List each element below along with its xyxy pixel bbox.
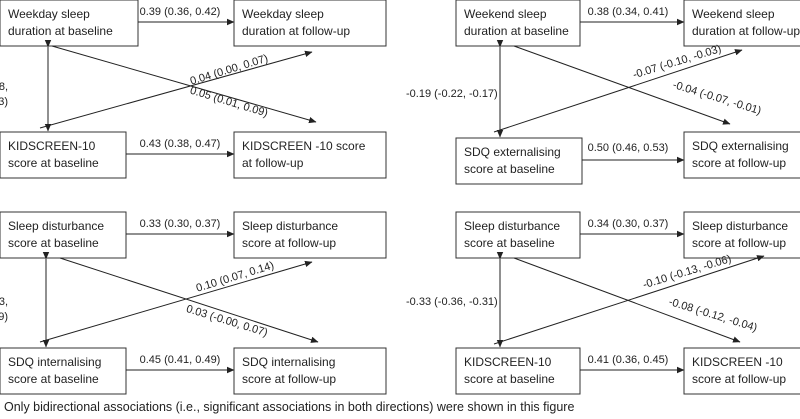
node-box: [683, 131, 800, 179]
edge-label-baseline-correlation: -0.33 (-0.36, -0.31): [406, 296, 498, 308]
node-label: KIDSCREEN-10: [464, 355, 552, 369]
node-b1: KIDSCREEN-10 score at baseline: [0, 131, 127, 179]
figure-caption: Only bidirectional associations (i.e., s…: [4, 400, 575, 414]
node-box: [455, 211, 581, 259]
node-a1: Sleep disturbance score at baseline: [455, 211, 581, 259]
node-b2: SDQ externalising score at follow-up: [683, 131, 800, 179]
node-label: Weekday sleep: [8, 7, 90, 21]
edge-label-baseline-correlation: 0.13): [0, 96, 8, 108]
node-label: SDQ internalising: [8, 355, 101, 369]
edge-label-outcome-stability: 0.45 (0.41, 0.49): [140, 354, 221, 366]
edge-label-cross-lag-a-to-b: 0.03 (-0.00, 0.07): [185, 303, 269, 339]
node-box: [233, 211, 387, 259]
node-label: Weekend sleep: [692, 7, 775, 21]
node-label: SDQ externalising: [692, 139, 789, 153]
node-label: Sleep disturbance: [8, 219, 104, 233]
node-box: [233, 0, 387, 47]
edge-label-sleep-stability: 0.38 (0.34, 0.41): [588, 6, 669, 18]
node-label: KIDSCREEN -10 score: [242, 139, 366, 153]
node-label: duration at baseline: [8, 24, 113, 38]
node-box: [683, 347, 800, 395]
node-box: [0, 131, 127, 179]
node-label: duration at baseline: [464, 24, 569, 38]
node-box: [683, 211, 800, 259]
node-box: [0, 0, 139, 47]
edge-label-sleep-stability: 0.34 (0.30, 0.37): [588, 218, 669, 230]
edge-label-sleep-stability: 0.33 (0.30, 0.37): [140, 218, 221, 230]
edge-label-baseline-correlation: 0.39): [0, 311, 8, 323]
node-b1: SDQ externalising score at baseline: [455, 137, 583, 185]
node-a2: Sleep disturbance score at follow-up: [233, 211, 387, 259]
node-label: KIDSCREEN-10: [8, 139, 96, 153]
edge-label-outcome-stability: 0.43 (0.38, 0.47): [140, 138, 221, 150]
node-box: [233, 347, 387, 395]
edge-cross-lag-a-to-b: [51, 45, 317, 124]
node-label: duration at follow-up: [242, 24, 350, 38]
node-label: Weekend sleep: [464, 7, 547, 21]
node-box: [233, 131, 387, 179]
node-label: score at baseline: [464, 236, 555, 250]
edge-label-cross-lag-a-to-b: -0.08 (-0.12, -0.04): [667, 296, 758, 334]
edge-label-baseline-correlation: 0.11 (0.08,: [0, 81, 8, 93]
edge-label-cross-lag-b-to-a: -0.10 (-0.13, -0.06): [642, 253, 733, 291]
node-label: duration at follow-up: [692, 24, 800, 38]
edge-label-cross-lag-b-to-a: -0.07 (-0.10, -0.03): [632, 43, 723, 81]
node-label: SDQ externalising: [464, 145, 561, 159]
node-label: SDQ internalising: [242, 355, 335, 369]
node-label: Sleep disturbance: [242, 219, 338, 233]
node-a2: Sleep disturbance score at follow-up: [683, 211, 800, 259]
node-a2: Weekend sleep duration at follow-up: [683, 0, 800, 47]
edge-label-cross-lag-b-to-a: 0.04 (0.00, 0.07): [189, 53, 270, 88]
node-box: [455, 137, 583, 185]
node-a2: Weekday sleep duration at follow-up: [233, 0, 387, 47]
node-b2: KIDSCREEN -10 score at follow-up: [233, 131, 387, 179]
edge-cross-lag-a-to-b: [513, 257, 741, 343]
edge-cross-lag-b-to-a: [39, 50, 313, 129]
node-label: score at baseline: [464, 162, 555, 176]
node-box: [0, 211, 127, 259]
edge-label-outcome-stability: 0.41 (0.36, 0.45): [588, 354, 669, 366]
edge-cross-lag-b-to-a: [493, 255, 765, 345]
node-b2: KIDSCREEN -10 score at follow-up: [683, 347, 800, 395]
node-a1: Weekend sleep duration at baseline: [455, 0, 581, 47]
edge-cross-lag-a-to-b: [59, 257, 319, 343]
node-a1: Sleep disturbance score at baseline: [0, 211, 127, 259]
edge-label-cross-lag-a-to-b: 0.05 (0.01, 0.09): [189, 85, 270, 120]
node-b1: SDQ internalising score at baseline: [0, 347, 127, 395]
node-label: at follow-up: [242, 156, 304, 170]
node-label: score at baseline: [8, 236, 99, 250]
node-label: score at baseline: [464, 372, 555, 386]
edge-cross-lag-a-to-b: [513, 45, 731, 125]
node-b2: SDQ internalising score at follow-up: [233, 347, 387, 395]
node-label: score at follow-up: [692, 156, 786, 170]
edge-label-cross-lag-a-to-b: -0.04 (-0.07, -0.01): [671, 79, 762, 117]
node-label: KIDSCREEN -10: [692, 355, 783, 369]
node-box: [455, 0, 581, 47]
edge-label-baseline-correlation: 0.36 (0.33,: [0, 296, 8, 308]
edge-cross-lag-b-to-a: [493, 49, 743, 133]
edge-label-baseline-correlation: -0.19 (-0.22, -0.17): [406, 88, 498, 100]
edge-label-outcome-stability: 0.50 (0.46, 0.53): [588, 142, 669, 154]
node-label: score at follow-up: [692, 236, 786, 250]
node-label: score at follow-up: [242, 372, 336, 386]
node-label: score at baseline: [8, 156, 99, 170]
node-box: [0, 347, 127, 395]
node-label: score at follow-up: [242, 236, 336, 250]
node-label: Sleep disturbance: [692, 219, 788, 233]
node-b1: KIDSCREEN-10 score at baseline: [455, 347, 581, 395]
node-label: Weekday sleep: [242, 7, 324, 21]
node-label: score at follow-up: [692, 372, 786, 386]
node-label: Sleep disturbance: [464, 219, 560, 233]
edge-label-cross-lag-b-to-a: 0.10 (0.07, 0.14): [195, 260, 276, 295]
edge-label-sleep-stability: 0.39 (0.36, 0.42): [140, 6, 221, 18]
node-label: score at baseline: [8, 372, 99, 386]
edge-cross-lag-b-to-a: [39, 260, 313, 343]
node-a1: Weekday sleep duration at baseline: [0, 0, 139, 47]
node-box: [455, 347, 581, 395]
